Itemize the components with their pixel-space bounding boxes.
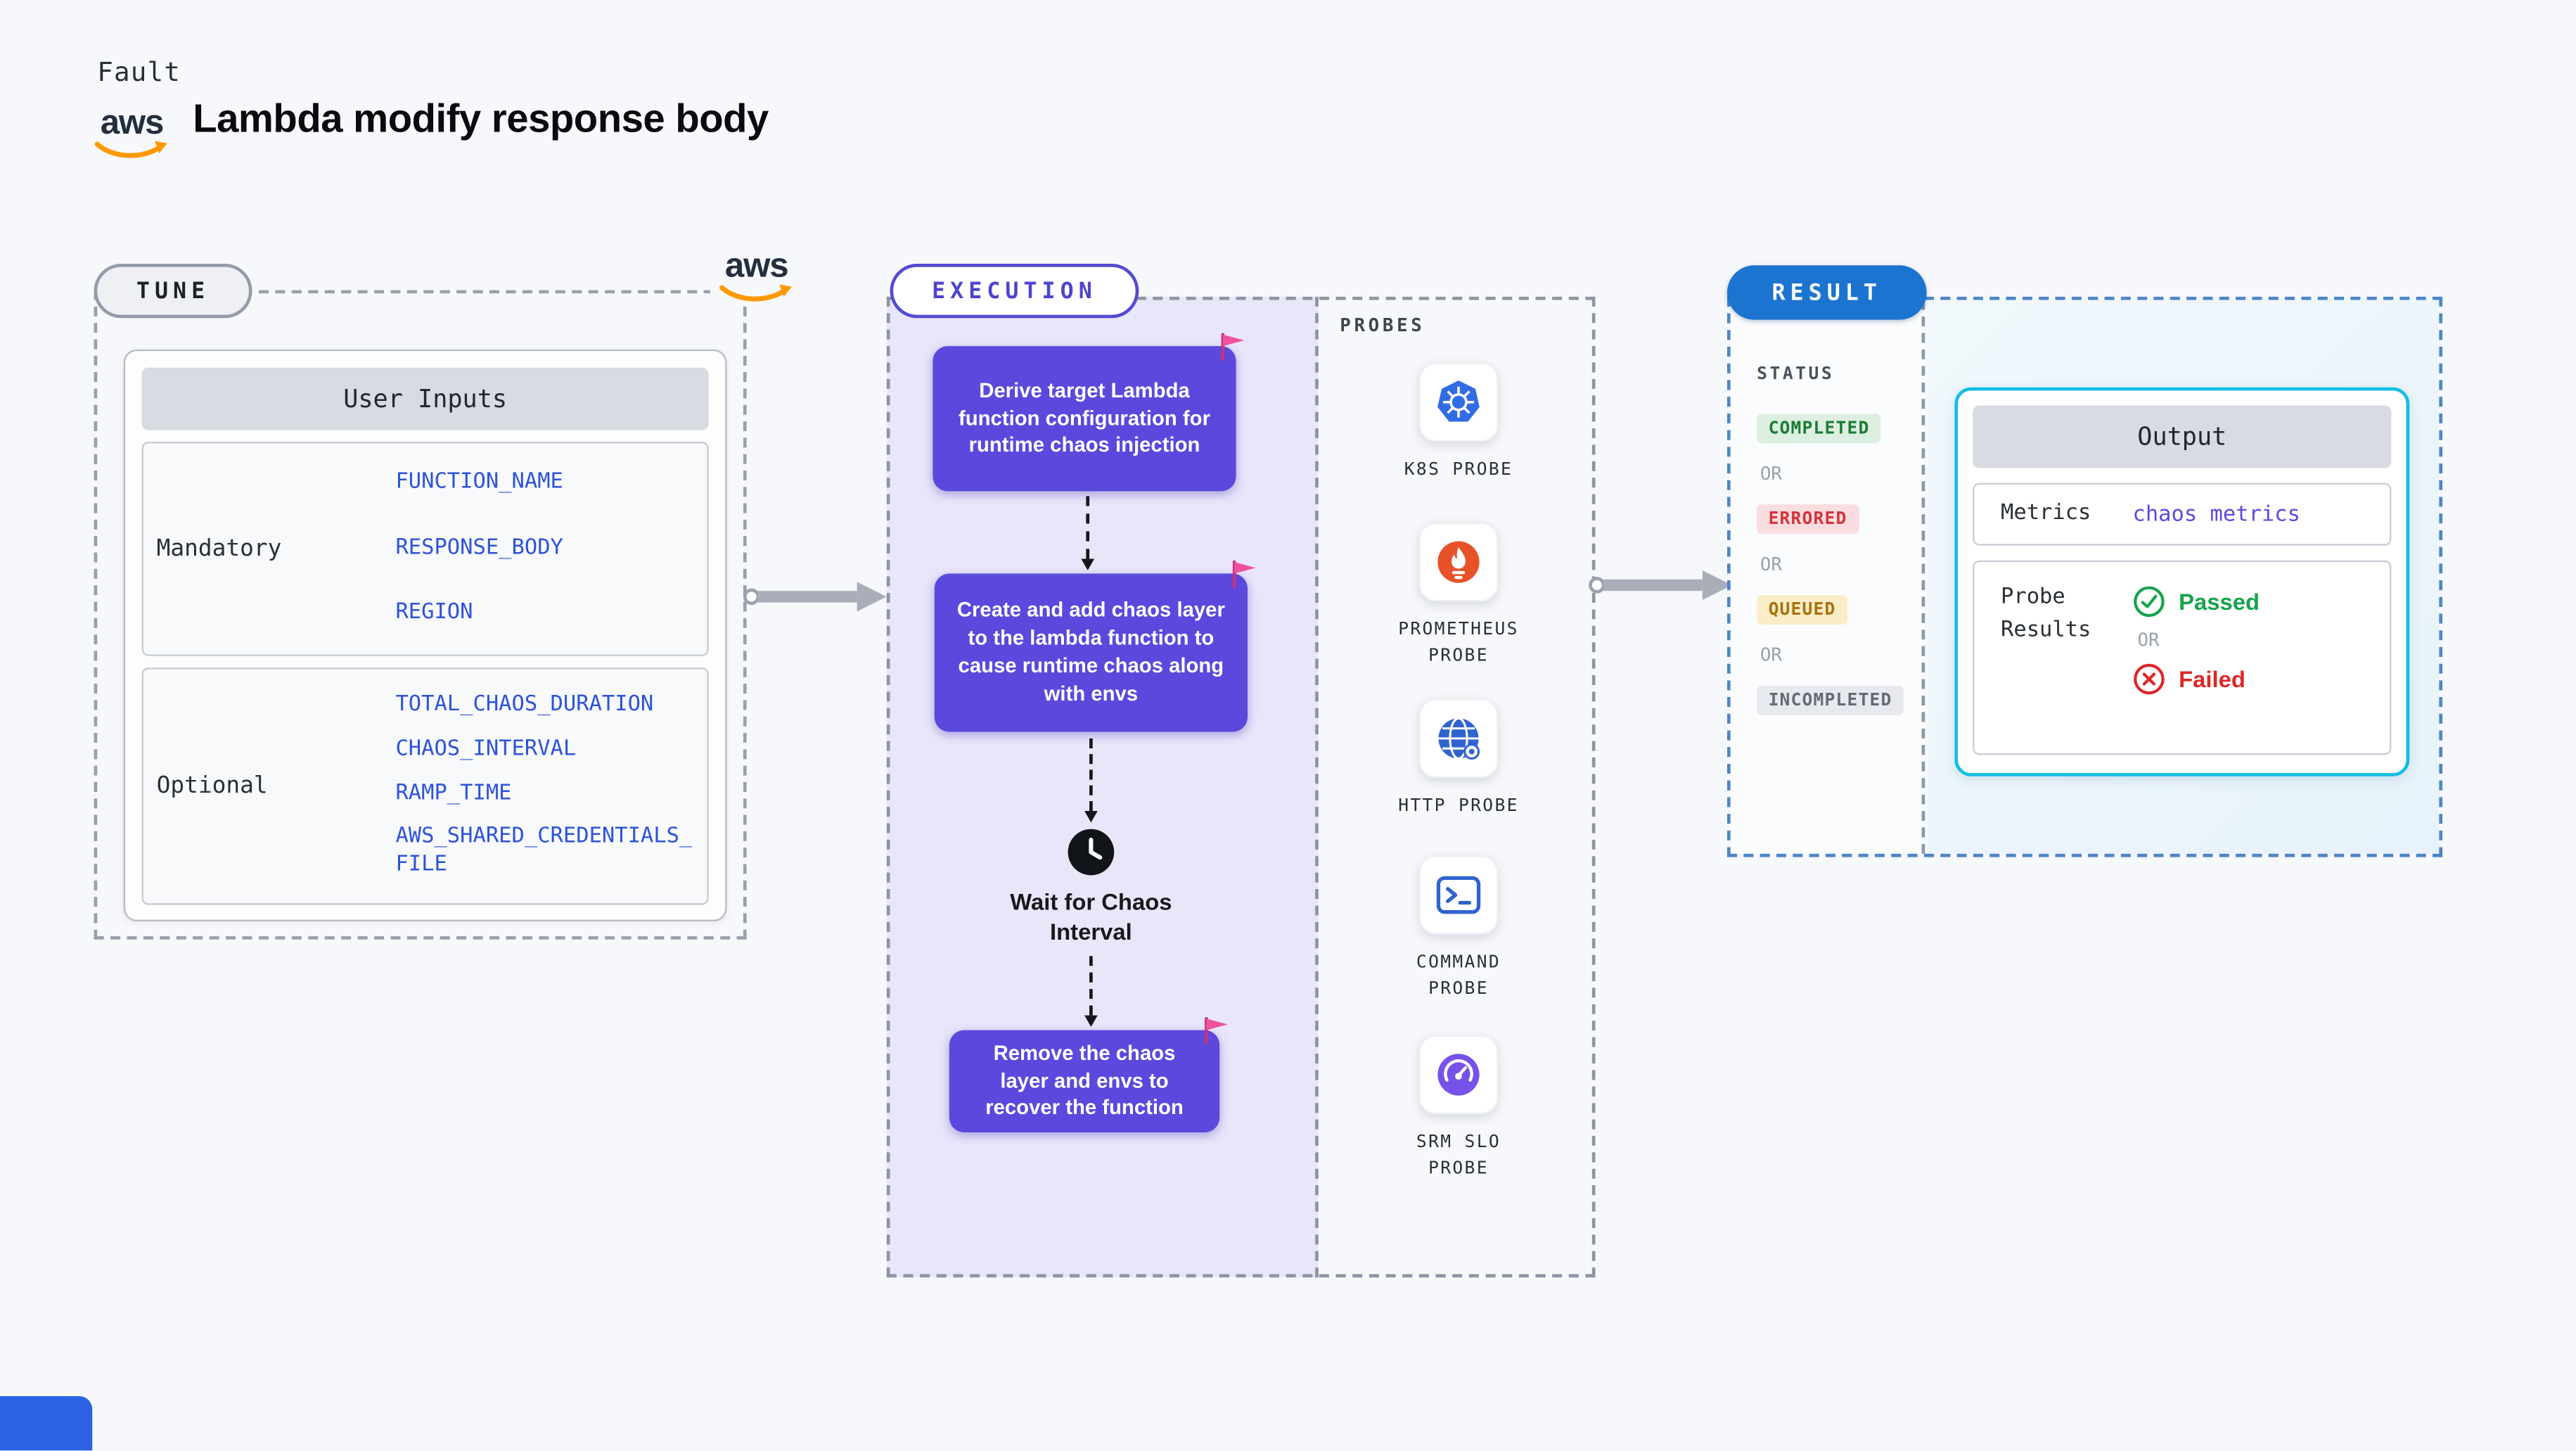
probe-item-command: COMMAND PROBE xyxy=(1371,855,1546,1003)
probe-results-row: Probe Results Passed OR Failed xyxy=(1973,560,2392,755)
status-badge-errored: ERRORED xyxy=(1757,504,1859,535)
env-var: RAMP_TIME xyxy=(395,780,512,805)
failed-result: Failed xyxy=(2132,663,2260,696)
probe-results-values: Passed OR Failed xyxy=(2132,582,2260,734)
clock-icon xyxy=(1066,827,1115,876)
flow-connector xyxy=(1081,496,1095,570)
mandatory-group: Mandatory FUNCTION_NAME RESPONSE_BODY RE… xyxy=(141,442,709,656)
pink-flag-icon xyxy=(1221,333,1245,362)
probe-item-prometheus: PROMETHEUS PROBE xyxy=(1371,522,1546,670)
result-section-border xyxy=(1726,296,2443,857)
optional-group: Optional TOTAL_CHAOS_DURATION CHAOS_INTE… xyxy=(141,667,709,905)
aws-logo-text: aws xyxy=(724,247,789,286)
result-status-panel xyxy=(1730,300,1925,854)
env-var: RESPONSE_BODY xyxy=(395,535,563,560)
failed-label: Failed xyxy=(2179,665,2245,693)
execution-pill: EXECUTION xyxy=(890,263,1139,319)
probe-name: K8S PROBE xyxy=(1404,459,1513,480)
aws-logo: aws xyxy=(94,106,170,162)
aws-smile-icon xyxy=(719,284,793,302)
optional-group-label: Optional xyxy=(156,773,268,800)
metrics-row: Metrics chaos metrics xyxy=(1973,482,2392,546)
status-heading: STATUS xyxy=(1757,364,1835,385)
result-pill: RESULT xyxy=(1726,265,1927,320)
aws-logo-text: aws xyxy=(100,103,165,142)
aws-smile-icon xyxy=(94,141,167,158)
tune-pill: TUNE xyxy=(94,263,252,319)
terminal-icon xyxy=(1418,855,1499,935)
pink-flag-icon xyxy=(1205,1016,1228,1045)
execution-step-3: Remove the chaos layer and envs to recov… xyxy=(949,1016,1228,1132)
execution-step-2: Create and add chaos layer to the lambda… xyxy=(934,560,1256,732)
probe-results-label: Probe Results xyxy=(2001,584,2091,642)
fault-kicker: Fault xyxy=(97,56,181,88)
probe-item-http: HTTP PROBE xyxy=(1371,698,1546,821)
globe-icon xyxy=(1418,698,1499,779)
or-separator: OR xyxy=(2137,629,2160,651)
page-title: Lambda modify response body xyxy=(193,97,769,142)
execution-step-text: Remove the chaos layer and envs to recov… xyxy=(985,1041,1184,1120)
metrics-label: Metrics xyxy=(2001,501,2091,527)
wait-step-label: Wait for Chaos Interval xyxy=(1010,888,1172,945)
status-badge-incompleted: INCOMPLETED xyxy=(1757,685,1904,716)
pink-flag-icon xyxy=(1232,560,1256,589)
tune-section-border xyxy=(94,290,747,940)
env-var: REGION xyxy=(395,601,473,626)
probes-heading: PROBES xyxy=(1340,314,1425,337)
arrow-execution-to-result xyxy=(1589,570,1733,601)
metrics-value: chaos metrics xyxy=(2132,501,2300,527)
probe-name: COMMAND PROBE xyxy=(1416,952,1501,999)
x-circle-icon xyxy=(2134,663,2165,695)
arrow-tune-to-execution xyxy=(743,582,887,612)
output-card: Output Metrics chaos metrics Probe Resul… xyxy=(1954,387,2410,776)
status-badge-completed: COMPLETED xyxy=(1757,414,1881,444)
status-badge-queued: QUEUED xyxy=(1757,595,1847,625)
kubernetes-icon xyxy=(1418,362,1499,442)
execution-step-text: Create and add chaos layer to the lambda… xyxy=(956,599,1225,705)
status-column: STATUS COMPLETED OR ERRORED OR QUEUED OR… xyxy=(1757,364,1904,716)
output-title: Output xyxy=(1973,405,2392,468)
or-separator: OR xyxy=(1760,463,1782,485)
user-inputs-title: User Inputs xyxy=(141,367,709,430)
env-var: AWS_SHARED_CREDENTIALS_FILE xyxy=(395,824,693,878)
probe-name: HTTP PROBE xyxy=(1398,795,1519,817)
prometheus-icon xyxy=(1418,522,1499,602)
flow-connector xyxy=(1084,956,1098,1028)
mandatory-group-label: Mandatory xyxy=(156,535,282,563)
execution-section-border xyxy=(886,296,1596,1278)
passed-label: Passed xyxy=(2179,588,2260,615)
or-separator: OR xyxy=(1760,554,1782,575)
execution-step-text: Derive target Lambda function configurat… xyxy=(959,378,1211,458)
probe-name: SRM SLO PROBE xyxy=(1416,1132,1501,1179)
env-var: CHAOS_INTERVAL xyxy=(395,736,577,761)
execution-step-1: Derive target Lambda function configurat… xyxy=(933,333,1245,492)
user-inputs-table: User Inputs Mandatory FUNCTION_NAME RESP… xyxy=(123,349,727,922)
passed-result: Passed xyxy=(2132,585,2260,618)
env-var: TOTAL_CHAOS_DURATION xyxy=(395,691,654,717)
tune-aws-logo: aws xyxy=(710,247,803,305)
env-var: FUNCTION_NAME xyxy=(395,469,563,494)
check-circle-icon xyxy=(2134,586,2165,618)
probe-item-srm-slo: SRM SLO PROBE xyxy=(1371,1035,1546,1183)
probe-name: PROMETHEUS PROBE xyxy=(1398,620,1519,666)
or-separator: OR xyxy=(1760,644,1782,666)
mandatory-vars: FUNCTION_NAME RESPONSE_BODY REGION xyxy=(395,443,707,654)
flow-connector xyxy=(1084,738,1098,823)
probe-item-k8s: K8S PROBE xyxy=(1371,362,1546,485)
srm-slo-icon xyxy=(1418,1035,1499,1115)
optional-vars: TOTAL_CHAOS_DURATION CHAOS_INTERVAL RAMP… xyxy=(395,669,707,903)
bottom-left-blue-accent xyxy=(0,1395,93,1451)
